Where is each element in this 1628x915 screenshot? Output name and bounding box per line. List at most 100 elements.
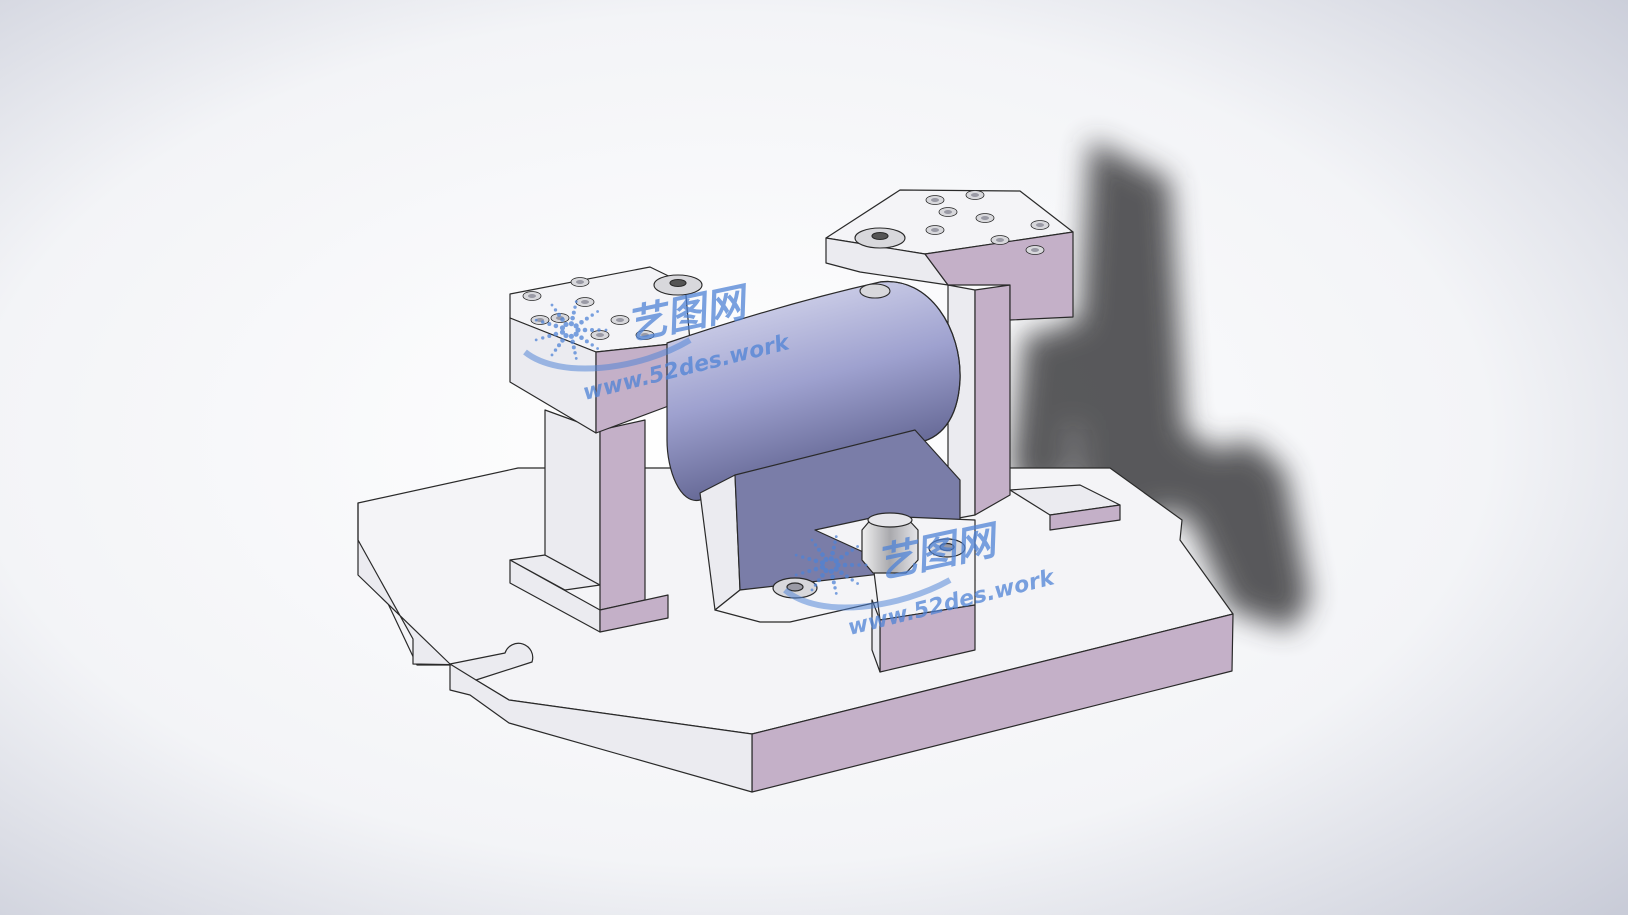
right-cap-left: [825, 237, 949, 286]
globe-dot: [831, 580, 836, 585]
globe-dot: [557, 343, 561, 348]
globe-dot: [817, 578, 821, 583]
locator-left-hole: [669, 278, 687, 288]
base-plate-slot: [449, 642, 534, 681]
screw-hole-inner: [596, 333, 604, 337]
globe-dots-icon: [794, 535, 868, 595]
globe-dot: [835, 562, 841, 568]
globe-dot: [573, 305, 577, 309]
globe-dot: [850, 548, 854, 552]
globe-dot: [571, 310, 576, 315]
globe-dot: [801, 555, 805, 559]
globe-dot: [541, 320, 545, 324]
screw-hole-inner: [581, 300, 589, 304]
globe-dot: [801, 571, 805, 575]
globe-dot: [553, 323, 559, 329]
globe-dot: [584, 316, 589, 321]
globe-dot: [557, 312, 561, 317]
left-support-foot-front: [599, 594, 669, 633]
globe-dot: [850, 578, 854, 582]
globe-dot: [559, 325, 566, 331]
watermark-swoosh: [523, 337, 692, 372]
globe-dot: [534, 318, 538, 322]
screw-hole-inner: [1036, 223, 1044, 227]
globe-dot: [547, 334, 552, 339]
screw-hole-inner: [1031, 248, 1039, 252]
screw-hole-inner: [971, 193, 979, 197]
right-support-foot-front: [1049, 504, 1121, 531]
globe-dot: [560, 317, 565, 322]
globe-dot: [813, 543, 818, 547]
base-plate-left-face: [357, 502, 753, 793]
washer-left-hole: [786, 582, 804, 592]
globe-dot: [568, 333, 574, 339]
globe-dot: [810, 588, 814, 592]
globe-dot: [819, 560, 826, 566]
globe-dot: [563, 321, 569, 328]
screw-hole-inner: [641, 333, 649, 337]
globe-dot: [813, 566, 819, 572]
globe-dot: [823, 556, 829, 563]
washer-right-hole: [939, 542, 955, 552]
globe-dot: [820, 573, 825, 578]
clamp-assembly: [772, 512, 976, 673]
globe-dot: [844, 574, 849, 579]
globe-dot: [534, 338, 538, 342]
left-support: [509, 266, 691, 633]
globe-dot: [823, 567, 829, 574]
globe-dot: [568, 321, 574, 327]
globe-dot: [842, 562, 848, 568]
globe-dot: [830, 550, 835, 556]
globe-dot: [794, 573, 798, 577]
watermark-swoosh: [783, 577, 952, 611]
globe-dots-icon: [534, 300, 608, 360]
globe-dot: [574, 300, 578, 304]
screw-hole-inner: [931, 228, 939, 232]
globe-dot: [850, 563, 854, 567]
globe-dot: [817, 547, 821, 552]
globe-dot: [596, 310, 599, 313]
screw-hole-inner: [528, 294, 536, 298]
globe-dot: [807, 569, 812, 574]
globe-dot: [856, 582, 859, 585]
locator-pins: [653, 227, 906, 299]
globe-dot: [810, 538, 814, 542]
globe-dot: [573, 331, 579, 337]
left-support-web-front: [599, 419, 646, 611]
clamp-block-side: [871, 599, 881, 673]
globe-dot: [596, 347, 599, 350]
globe-dot: [833, 566, 839, 572]
globe-dot: [597, 328, 601, 332]
globe-dot: [834, 591, 838, 595]
globe-dot: [590, 343, 594, 347]
screw-hole-inner: [996, 238, 1004, 242]
globe-dot: [547, 321, 552, 326]
globe-dot: [571, 345, 576, 350]
globe-dot: [864, 563, 868, 567]
screw-hole-inner: [944, 210, 952, 214]
globe-dot: [819, 564, 826, 570]
globe-dot: [820, 552, 825, 557]
locator-right-hole: [871, 231, 889, 241]
globe-dot: [833, 540, 837, 544]
screw-hole-inner: [931, 198, 939, 202]
cylinder-end-cap: [879, 281, 961, 444]
dowel-on-cylinder: [859, 283, 891, 299]
screw-hole-inner: [981, 216, 989, 220]
globe-dot: [794, 553, 798, 557]
globe-dot: [553, 308, 558, 312]
globe-dot: [579, 319, 584, 325]
globe-dot: [563, 332, 569, 339]
globe-dot: [834, 535, 838, 539]
globe-dot: [813, 558, 819, 564]
right-support-web-front: [974, 284, 1011, 516]
globe-dot: [831, 545, 836, 550]
globe-dot: [550, 303, 554, 307]
globe-dot: [830, 574, 835, 580]
globe-dot: [828, 568, 834, 574]
globe-dot: [553, 331, 559, 337]
globe-dot: [575, 327, 581, 333]
left-support-web-left: [544, 409, 601, 586]
globe-dot: [559, 329, 566, 335]
globe-dot: [582, 327, 588, 333]
